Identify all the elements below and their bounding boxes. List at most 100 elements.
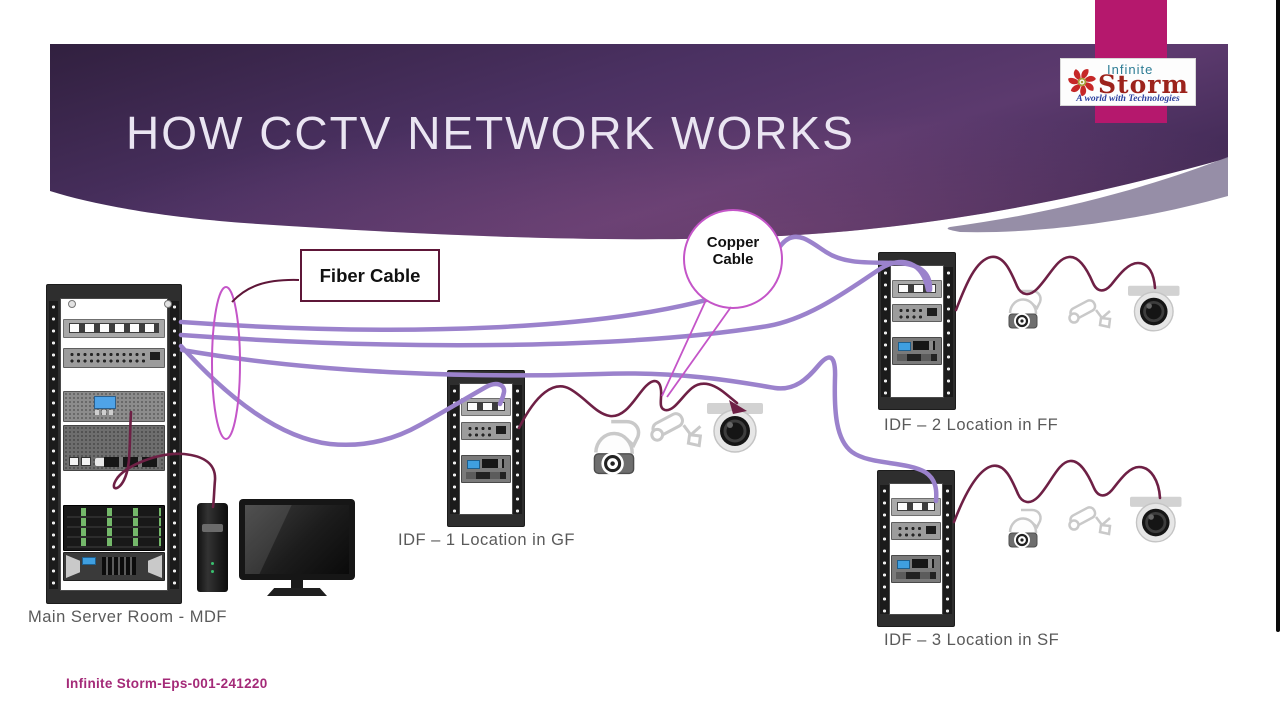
badge (467, 460, 480, 469)
rack-rail-left (881, 267, 890, 397)
fiber-cable-label: Fiber Cable (300, 249, 440, 302)
company-logo: Infinite Storm A world with Technologies (1060, 58, 1196, 106)
copper-cable-gf (517, 379, 739, 430)
bullet-camera-icon (1067, 297, 1112, 329)
footer-text: Infinite Storm-Eps-001-241220 (66, 676, 268, 691)
drive-slots (104, 457, 159, 467)
ptz-camera-icon (1007, 289, 1042, 331)
copper-cable-ff (954, 255, 1157, 312)
patch-panel (63, 319, 165, 338)
pinwheel-icon (1068, 69, 1096, 97)
network-switch (891, 522, 941, 540)
fiber-bundle-ellipse (211, 286, 241, 440)
copper-cable-sf (952, 459, 1162, 524)
patch-ports (467, 402, 505, 411)
copper-label-line2: Cable (712, 251, 754, 268)
ptz-camera-icon (1007, 508, 1042, 550)
switch-ports (897, 525, 922, 537)
dome-camera-icon (1126, 284, 1181, 333)
network-switch (461, 422, 511, 440)
bullet-camera-icon (649, 410, 702, 448)
drive-slots (896, 572, 936, 579)
screw-icon (68, 300, 76, 308)
bezel (66, 555, 80, 578)
dome-camera-icon (1128, 495, 1183, 544)
rack-rail-right (943, 485, 952, 614)
monitor-base (267, 588, 327, 596)
idf1-rack (447, 370, 525, 527)
copper-pointer-line (661, 299, 707, 397)
pc-tower (197, 503, 228, 592)
copper-label-line1: Copper (706, 234, 760, 251)
uplink-port (926, 526, 936, 534)
rj45-port (69, 457, 79, 466)
server-2u (461, 455, 511, 483)
network-switch (892, 304, 942, 322)
fiber-cable-to-idf3 (179, 347, 939, 504)
dvd-drive (202, 524, 223, 532)
rack-rail-left (450, 385, 459, 514)
rack-rail-right (170, 301, 179, 589)
server-2u (891, 555, 941, 583)
logo-brand-top: Infinite (1107, 62, 1154, 77)
drive-slots (482, 459, 504, 468)
hdd-led (211, 570, 214, 573)
copper-cable-to-pc (112, 410, 217, 509)
copper-callout-balloon (683, 209, 783, 309)
monitor (239, 499, 355, 580)
ups-unit (63, 391, 165, 422)
drive-slots (897, 354, 937, 361)
patch-ports (898, 284, 936, 293)
badge (897, 560, 910, 569)
fiber-cable-to-idf1 (178, 343, 507, 448)
patch-ports (69, 323, 159, 333)
logo-tagline: A world with Technologies (1076, 94, 1180, 104)
switch-ports (467, 425, 492, 437)
rack-rail-right (944, 267, 953, 397)
ptz-camera-icon (592, 419, 641, 477)
fiber-callout-line (231, 278, 300, 303)
copper-cable-label: Copper Cable (697, 234, 769, 268)
power-led (211, 562, 214, 565)
label-mdf: Main Server Room - MDF (28, 608, 227, 626)
rack-rail-left (880, 485, 889, 614)
label-idf1: IDF – 1 Location in GF (398, 531, 575, 549)
copper-pointer-line (666, 306, 732, 398)
header-band-glow (50, 44, 1228, 240)
badge (898, 342, 911, 351)
switch-ports (69, 351, 146, 365)
idf2-rack (878, 252, 956, 410)
label-idf3: IDF – 3 Location in SF (884, 631, 1060, 649)
switch-ports (898, 307, 923, 319)
rack-rail-right (513, 385, 522, 514)
bezel (148, 555, 162, 578)
disk-array (63, 505, 165, 551)
fiber-cable-to-idf2-b (178, 259, 931, 348)
network-switch (63, 348, 165, 368)
server-1u (63, 552, 165, 581)
power-button (95, 458, 107, 466)
drive-slots (466, 472, 506, 479)
uplink-port (150, 352, 160, 360)
bullet-camera-icon (1067, 504, 1112, 536)
uplink-port (496, 426, 506, 434)
video-edge-strip (1276, 0, 1280, 632)
grille (102, 557, 136, 575)
monitor-neck (291, 580, 303, 589)
disk-rows (67, 508, 161, 548)
logo-brand-bottom: Storm (1098, 70, 1189, 99)
patch-panel (891, 498, 941, 516)
uplink-port (927, 308, 937, 316)
patch-ports (897, 502, 935, 511)
header-underband (947, 157, 1228, 233)
cable-arrowhead-icon (729, 400, 747, 414)
badge (82, 557, 96, 565)
drive-slots (912, 559, 934, 568)
rj45-port (81, 457, 91, 466)
ups-buttons (95, 410, 113, 415)
label-idf2: IDF – 2 Location in FF (884, 416, 1059, 434)
screw-icon (164, 300, 172, 308)
